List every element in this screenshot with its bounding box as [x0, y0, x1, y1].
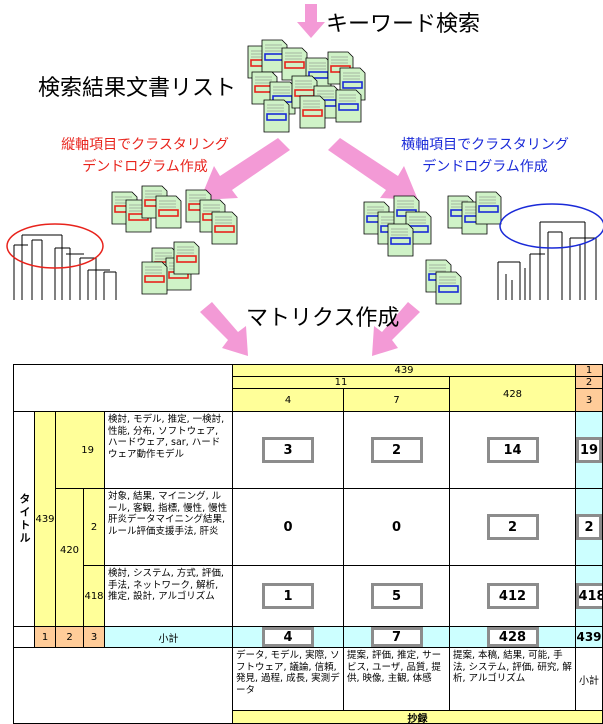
document-icon — [299, 95, 326, 129]
vertical-cluster-label: 縦軸項目でクラスタリング デンドログラム作成 — [61, 137, 229, 175]
row1-total: 19 — [576, 437, 602, 463]
document-icon — [387, 223, 414, 257]
document-icon — [211, 211, 238, 245]
search-arrow — [297, 4, 325, 38]
row3-value2: 5 — [370, 583, 423, 609]
subtotal-total: 439 — [575, 626, 603, 648]
subtotal-value2: 7 — [370, 627, 423, 647]
row2-col2: 0 — [343, 488, 450, 566]
row2-total: 2 — [576, 514, 602, 540]
row2-text: 対象, 結果, マイニング, ルール, 客観, 指標, 慢性, 慢性肝炎データマ… — [104, 488, 233, 566]
blue-clusters — [363, 191, 502, 305]
row1-text: 検討, モデル, 推定, 一検討, 性能, 分布, ソフトウェア, ハードウェア… — [104, 411, 233, 489]
subtotal-n1: 1 — [34, 626, 56, 648]
row1-col2: 2 — [343, 411, 450, 489]
keyword-search-label: キーワード検索 — [326, 12, 481, 37]
row3-col1: 1 — [232, 565, 344, 627]
sub-group-420: 420 — [55, 488, 84, 627]
document-icon — [155, 195, 182, 229]
row2-value3: 2 — [486, 514, 539, 540]
row3-text: 検討, システム, 方式, 評価, 手法, ネットワーク, 解析, 推定, 設計… — [104, 565, 233, 627]
document-icon — [475, 191, 502, 225]
row1-col1: 3 — [232, 411, 344, 489]
bottom-text-2: 提案, 評価, 推定, サービス, ユーザ, 品質, 提供, 映像, 主観, 体… — [343, 647, 450, 711]
side-title-cell: タイトル — [13, 411, 35, 627]
row3-total-cell: 418 — [575, 565, 603, 627]
subtotal-col2: 7 — [343, 626, 450, 648]
red-clusters — [111, 185, 238, 295]
document-icon — [261, 39, 288, 73]
row1-total-cell: 19 — [575, 411, 603, 489]
subtotal-blank — [13, 626, 35, 648]
header-mid-right-group: 428 — [449, 376, 576, 412]
bottom-blank — [13, 647, 233, 724]
document-icon — [141, 261, 168, 295]
bottom-text-3: 提案, 本稿, 結果, 可能, 手法, システム, 評価, 研究, 解析, アル… — [449, 647, 576, 711]
row-group-439: 439 — [34, 411, 56, 627]
subtotal-col3: 428 — [449, 626, 576, 648]
row1-cluster: 19 — [55, 411, 105, 489]
row3-cluster: 418 — [83, 565, 105, 627]
header-right-row3: 3 — [575, 388, 603, 412]
document-icon — [281, 47, 308, 81]
row2-col1: 0 — [232, 488, 344, 566]
header-blank — [13, 364, 233, 412]
document-icon — [435, 271, 462, 305]
row2-col3: 2 — [449, 488, 576, 566]
row2-value1: 0 — [283, 519, 293, 535]
subtotal-n3: 3 — [83, 626, 105, 648]
row3-value3: 412 — [486, 583, 539, 609]
result-list-label: 検索結果文書リスト — [38, 76, 237, 101]
horizontal-cluster-label: 横軸項目でクラスタリング デンドログラム作成 — [401, 137, 569, 175]
subtotal-label: 小計 — [104, 626, 233, 648]
left-dendrogram — [13, 234, 117, 300]
right-dendrogram — [497, 221, 597, 300]
subtotal-col1: 4 — [232, 626, 344, 648]
row1-value1: 3 — [262, 437, 314, 463]
matrix-arrow-right — [372, 302, 420, 356]
side-title: タイトル — [18, 493, 31, 545]
matrix-arrow-left — [200, 302, 248, 356]
bottom-text-1: データ, モデル, 実際, ソフトウェア, 議論, 信頼, 発見, 過程, 成長… — [232, 647, 344, 711]
row3-col3: 412 — [449, 565, 576, 627]
row3-total: 418 — [576, 583, 602, 609]
footer-label: 抄録 — [232, 710, 603, 724]
document-icon — [335, 89, 362, 123]
flow-diagram — [6, 4, 603, 356]
right-cluster-arrow — [328, 138, 418, 200]
result-document-pile — [247, 39, 366, 133]
row2-cluster: 2 — [83, 488, 105, 566]
left-highlight-ellipse — [6, 223, 104, 269]
row1-col3: 14 — [449, 411, 576, 489]
row3-col2: 5 — [343, 565, 450, 627]
subtotal-value1: 4 — [262, 627, 314, 647]
subtotal-value3: 428 — [486, 627, 539, 647]
left-cluster-arrow — [200, 138, 290, 200]
document-icon — [263, 99, 290, 133]
row1-value2: 2 — [370, 437, 423, 463]
row1-value3: 14 — [486, 437, 539, 463]
subtotal-n2: 2 — [55, 626, 84, 648]
document-icon — [173, 241, 200, 275]
header-col7: 7 — [343, 388, 450, 412]
row3-value1: 1 — [262, 583, 314, 609]
row2-value2: 0 — [391, 519, 402, 535]
row2-total-cell: 2 — [575, 488, 603, 566]
make-matrix-label: マトリクス作成 — [246, 306, 400, 331]
right-highlight-ellipse — [499, 203, 603, 249]
header-col4: 4 — [232, 388, 344, 412]
bottom-right-label: 小計 — [575, 647, 603, 711]
